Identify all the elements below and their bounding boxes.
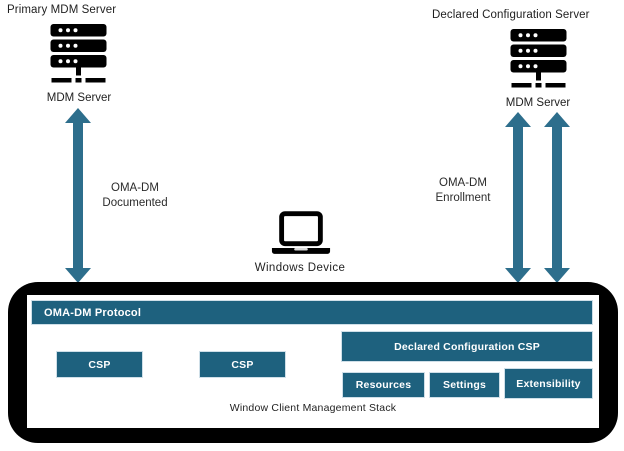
arrow-shaft (513, 125, 523, 270)
declared-configuration-server-title: Declared Configuration Server (432, 9, 590, 21)
arrow-shaft (552, 125, 562, 270)
arrow-shaft (73, 121, 83, 270)
server-rack-icon (510, 29, 567, 88)
arrow-down-head (65, 268, 91, 283)
extensibility-box: Extensibility (504, 368, 593, 399)
declared-mdm-server-label: MDM Server (505, 97, 571, 109)
oma-dm-enrollment-arrow-1 (505, 112, 531, 283)
window-client-management-stack-caption: Window Client Management Stack (229, 402, 397, 414)
csp-box-middle: CSP (199, 351, 286, 378)
oma-dm-documented-arrow (65, 108, 91, 283)
laptop-icon (271, 211, 331, 254)
client-management-stack-panel: OMA-DM Protocol CSP CSP Declared Configu… (27, 295, 599, 428)
oma-dm-documented-line1: OMA-DM (111, 182, 159, 194)
resources-box: Resources (342, 372, 425, 398)
oma-dm-documented-line2: Documented (102, 197, 168, 209)
oma-dm-documented-label: OMA-DM Documented (93, 181, 177, 211)
primary-mdm-server-title: Primary MDM Server (7, 4, 117, 16)
oma-dm-enrollment-line1: OMA-DM (439, 177, 487, 189)
csp-box-left: CSP (56, 351, 143, 378)
oma-dm-protocol-bar: OMA-DM Protocol (31, 300, 593, 325)
oma-dm-enrollment-line2: Enrollment (435, 192, 491, 204)
arrow-up-head (544, 112, 570, 127)
arrow-down-head (544, 268, 570, 283)
server-rack-icon (50, 24, 107, 83)
arrow-down-head (505, 268, 531, 283)
windows-device-stack-frame: OMA-DM Protocol CSP CSP Declared Configu… (8, 282, 618, 443)
declared-configuration-csp-box: Declared Configuration CSP (341, 331, 593, 362)
primary-mdm-server-label: MDM Server (46, 92, 112, 104)
arrow-up-head (65, 108, 91, 123)
windows-device-label: Windows Device (254, 262, 346, 274)
arrow-up-head (505, 112, 531, 127)
settings-box: Settings (429, 372, 500, 398)
oma-dm-enrollment-label: OMA-DM Enrollment (420, 176, 506, 206)
oma-dm-enrollment-arrow-2 (544, 112, 570, 283)
